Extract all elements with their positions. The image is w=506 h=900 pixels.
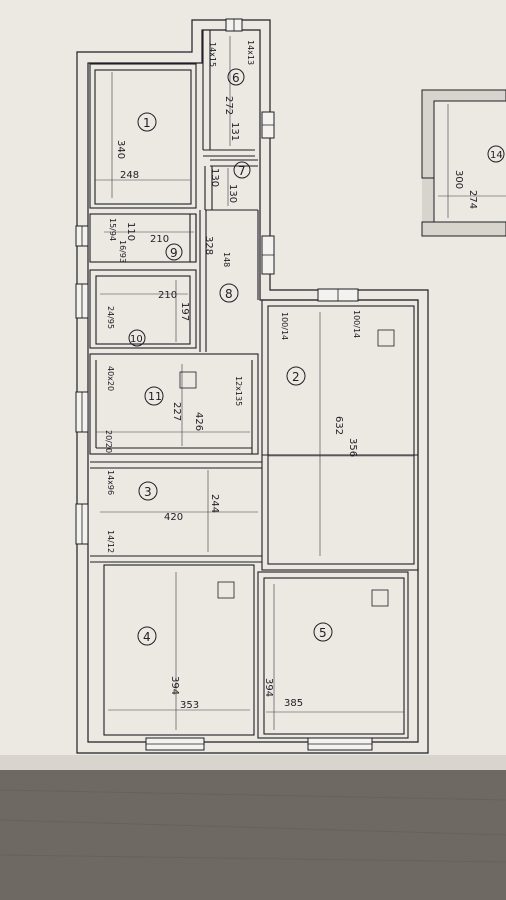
room-14-number: 14 [490, 150, 503, 161]
floor-texture [0, 789, 506, 863]
room-4-dim-b: 353 [180, 700, 199, 711]
window-mullions [81, 19, 372, 745]
door-2-left-label: 100/14 [280, 312, 289, 340]
room-1-number: 1 [143, 116, 151, 130]
room-6-dim-a: 272 [223, 96, 234, 115]
room-10-number: 10 [130, 334, 143, 345]
room-10-dim-a: 210 [158, 290, 177, 301]
appliance-marks [179, 329, 395, 607]
door-2-right-label: 100/14 [352, 310, 361, 338]
room-14-dim-b: 274 [467, 190, 478, 209]
room-3-number: 3 [144, 485, 152, 499]
room-9-dim-a: 110 [125, 222, 136, 241]
room-labels: 1 2 3 4 5 6 7 8 9 10 11 14 [130, 71, 503, 644]
opening-labels: 14x13 14x15 148 15/94 16/93 24/95 100/14… [104, 40, 361, 553]
room-4-dim-a: 394 [169, 676, 180, 695]
room-10-dim-b: 197 [179, 302, 190, 321]
door-11-right-label: 12x135 [234, 376, 243, 406]
room-5-dim-a: 394 [263, 678, 274, 697]
room-5-dim-b: 385 [284, 698, 303, 709]
dimension-labels: 340 248 632 356 420 244 394 353 394 385 … [115, 96, 478, 711]
room-7-dim-a: 130 [209, 168, 220, 187]
room-14-dim-a: 300 [453, 170, 464, 189]
door-10-label: 24/95 [106, 306, 115, 329]
room-9-number: 9 [170, 246, 178, 260]
room-2-number: 2 [292, 370, 300, 384]
room-8-dim: 328 [203, 236, 214, 255]
door-6-top-label: 14x13 [246, 40, 255, 65]
room-2-dim-a: 632 [333, 416, 344, 435]
room-3-dim-a: 420 [164, 512, 183, 523]
room-circles [128, 68, 505, 646]
room-11-dim-a: 227 [171, 402, 182, 421]
room-11-dim-b: 426 [193, 412, 204, 431]
room-9-dim-b: 210 [150, 234, 169, 245]
door-9-b-label: 16/93 [118, 240, 127, 263]
door-8-label: 148 [222, 252, 231, 267]
dimension-lines [95, 36, 414, 730]
paper-fold-shadow [0, 755, 506, 770]
room-4-number: 4 [143, 630, 151, 644]
door-11-top-label: 40x20 [106, 366, 115, 391]
room-8-number: 8 [225, 287, 233, 301]
room-3-dim-b: 244 [209, 494, 220, 513]
room-7-dim-b: 130 [227, 184, 238, 203]
door-3-bottom-label: 14/12 [106, 530, 115, 553]
floor [0, 770, 506, 900]
door-11-bottom-label: 20/20 [104, 430, 113, 453]
room-1-dim-b: 248 [120, 170, 139, 181]
room-14-walls [421, 89, 506, 237]
door-9-a-label: 15/94 [108, 218, 117, 241]
room-6-number: 6 [232, 71, 240, 85]
room-1-dim-a: 340 [115, 140, 126, 159]
room-2-dim-b: 356 [347, 438, 358, 457]
room-5-number: 5 [319, 626, 327, 640]
room-7-number: 7 [238, 164, 246, 178]
room-6-dim-b: 131 [229, 122, 240, 141]
door-3-left-label: 14x96 [106, 470, 115, 495]
room-11-number: 11 [148, 390, 162, 403]
door-6-side-label: 14x15 [208, 42, 217, 67]
